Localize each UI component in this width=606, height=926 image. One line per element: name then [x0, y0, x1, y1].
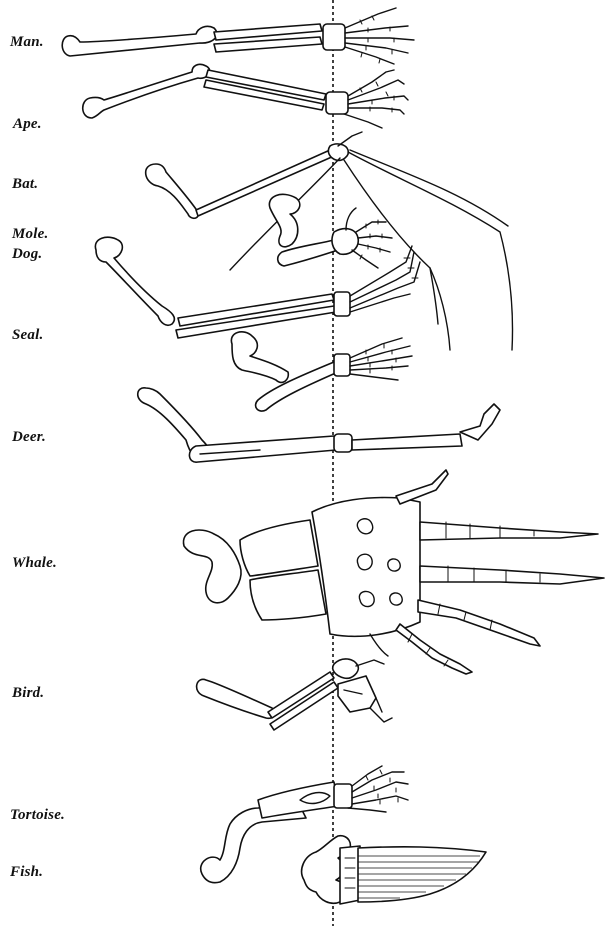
bat-forearm: [196, 150, 334, 216]
fish-fin-rays: [358, 847, 486, 902]
seal-forelimb: [231, 332, 412, 411]
dog-scapula-head: [95, 237, 174, 325]
bird-manus: [333, 659, 392, 722]
whale-ulna: [250, 570, 326, 620]
tortoise-humerus: [201, 806, 306, 883]
fish-pectoral-fin: [302, 836, 486, 904]
deer-radius-ulna: [189, 436, 336, 462]
bat-thumb: [338, 132, 362, 146]
dog-paw: [334, 246, 420, 316]
dog-forelimb: [95, 237, 420, 338]
bat-finger-3: [348, 152, 513, 350]
seal-flipper: [334, 338, 412, 380]
whale-forelimb: [183, 470, 604, 674]
ape-forelimb: [83, 64, 408, 128]
ape-hand: [326, 70, 408, 128]
man-hand: [323, 8, 414, 64]
ape-humerus: [83, 64, 210, 118]
deer-hoof: [334, 404, 500, 452]
mole-humerus: [269, 194, 299, 246]
whale-tail-spur: [370, 634, 388, 656]
deer-forelimb: [138, 388, 500, 462]
seal-humerus: [231, 332, 288, 383]
man-forelimb: [62, 8, 414, 64]
bird-forelimb: [197, 659, 392, 730]
mole-forelimb: [269, 194, 392, 268]
bird-humerus: [197, 679, 275, 718]
whale-humerus: [183, 530, 241, 603]
bat-finger-3b: [350, 150, 508, 226]
whale-radius: [240, 520, 318, 576]
fish-radials: [340, 846, 360, 904]
man-humerus: [62, 26, 217, 56]
mole-hand: [332, 208, 392, 268]
bat-humerus: [146, 164, 199, 218]
whale-digits: [396, 470, 604, 674]
tortoise-foot: [334, 766, 408, 812]
